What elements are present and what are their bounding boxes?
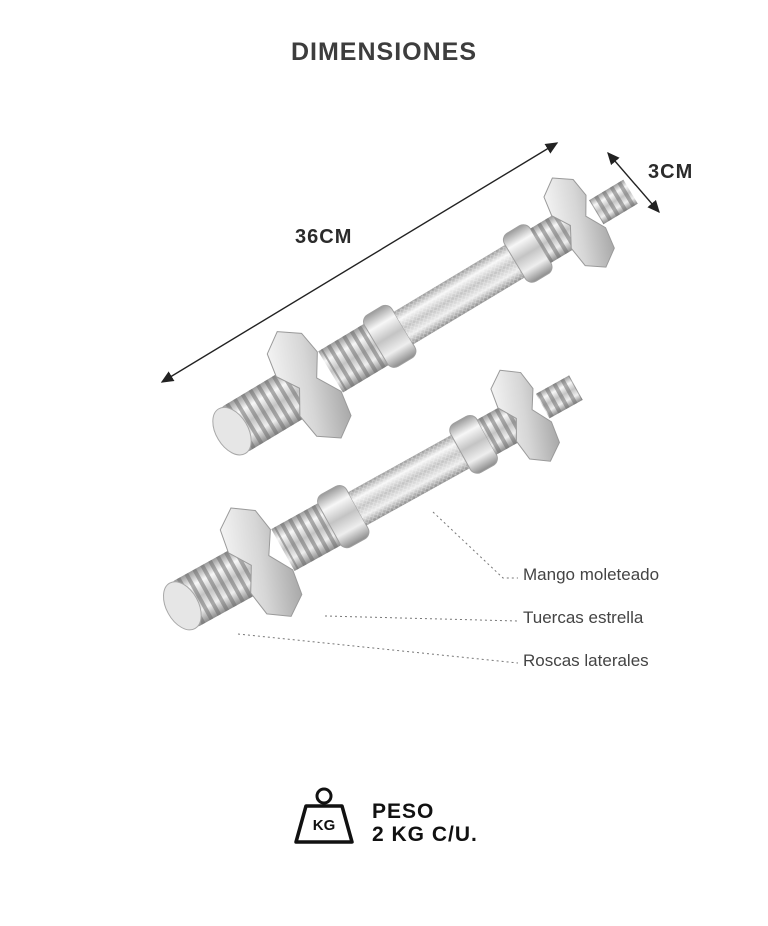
star-nut-left-bottom [219,507,303,617]
callout-nuts: Tuercas estrella [523,608,644,627]
length-arrow [160,142,559,383]
callout-threads: Roscas laterales [523,651,649,670]
length-label: 36CM [295,226,353,248]
weight-label: PESO [372,800,435,823]
kg-icon-text: KG [313,817,336,834]
dumbbell-handle-bottom [162,369,583,631]
diameter-label: 3CM [648,161,694,183]
diameter-arrow [607,151,660,214]
leader-threads [237,633,519,664]
dumbbell-handle-top [212,177,638,456]
callout-handle: Mango moleteado [523,565,660,584]
star-nut-right-bottom [490,369,560,462]
leader-handle [432,511,518,579]
kettlebell-kg-icon: KG [294,787,354,844]
star-nut-right-top [543,177,615,268]
page-title: DIMENSIONES [290,38,478,66]
weight-value: 2 KG C/U. [372,823,478,846]
leader-nuts [324,615,519,622]
weight-block: PESO 2 KG C/U. [372,800,478,846]
star-nut-left-top [266,331,352,439]
